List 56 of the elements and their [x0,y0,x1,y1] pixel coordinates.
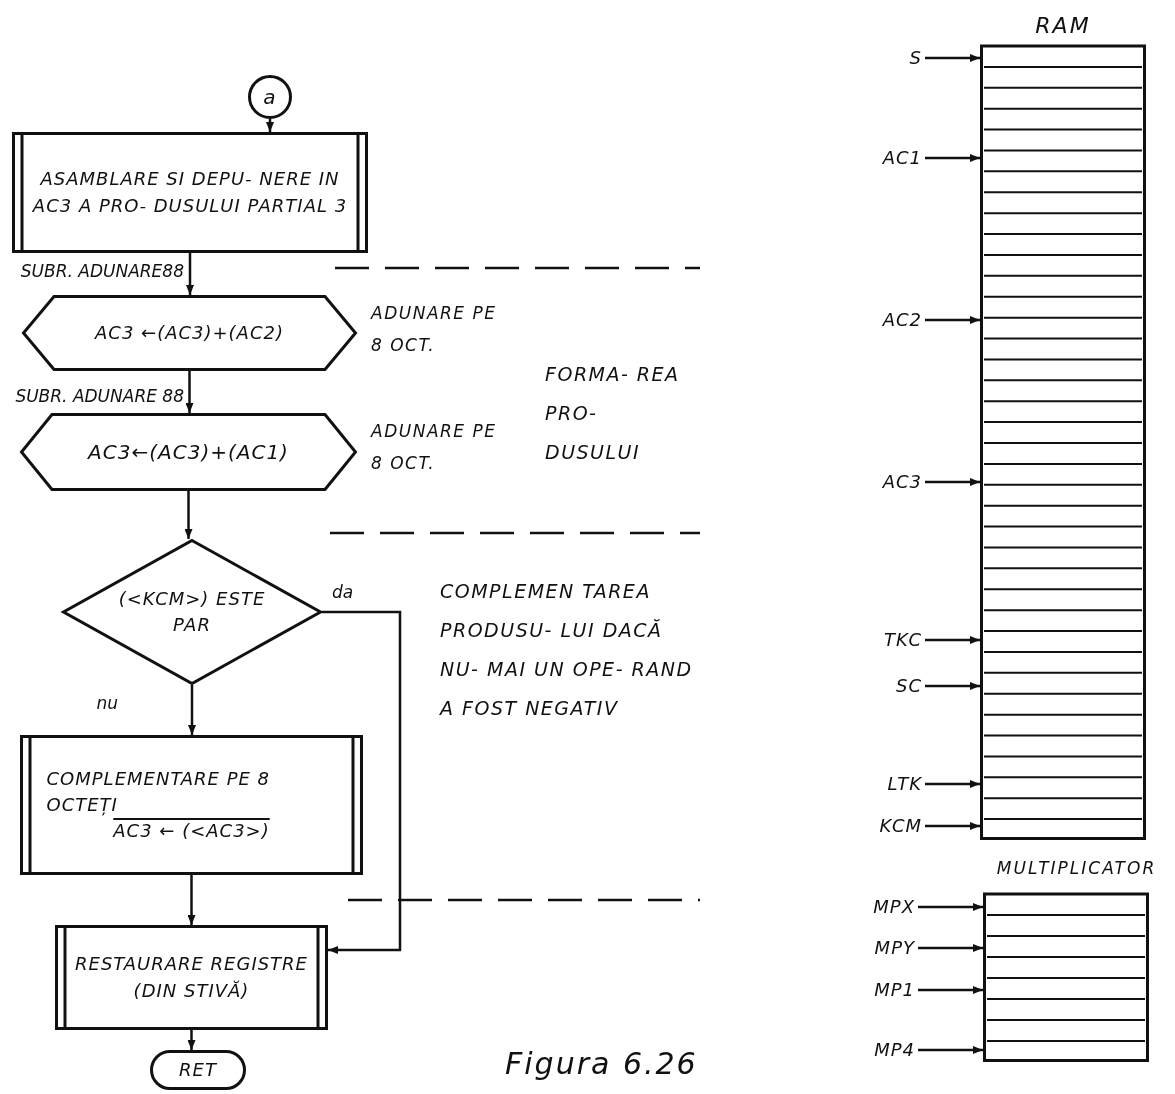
process-box [20,735,363,875]
pointer-arrow [925,682,980,690]
pointer-arrow [925,478,980,486]
connector-circle [248,75,292,119]
register-name: AC1 [882,145,922,170]
flow-arrow [266,119,274,132]
register-name: S [909,45,922,70]
preparation-hexagon [22,295,357,371]
register-name: MP1 [874,977,915,1002]
flow-arrow [188,685,196,735]
step-note: ADUNARE PE 8 OCT. [371,420,498,476]
section-note: COMPLEMEN TAREA PRODUSU- LUI DACĂ NU- MAI UN OPE- RAND A FOST NEGATIV [440,579,694,721]
step-text: (<KCM>) ESTE PAR [117,586,267,637]
register-name: AC3 [882,469,922,494]
step-text: RET [179,1057,217,1082]
step-text: COMPLEMENTARE PE 8 OCTEȚI [46,766,272,818]
register-name: SC [896,673,922,698]
terminal-box [150,1050,246,1090]
step-note: ADUNARE PE 8 OCT. [371,302,498,358]
process-box [55,925,328,1030]
pointer-arrow [925,822,980,830]
preparation-hexagon [20,413,357,491]
pointer-arrow [918,903,983,911]
flow-arrow [322,610,402,954]
flow-arrow [184,491,193,539]
register-name: MP4 [874,1037,915,1062]
register-name: KCM [879,813,922,838]
pointer-arrow [925,154,980,162]
process-box [12,132,368,253]
flow-arrow [187,1030,196,1050]
flow-arrow [187,875,196,925]
register-name: MPY [874,935,915,960]
register-name: AC2 [882,307,922,332]
memory-heading: MULTIPLICATOR [996,857,1157,880]
step-text: AC3←(AC3)+(AC1) [86,438,290,466]
pointer-arrow [925,316,980,324]
step-text: RESTAURARE REGISTRE (DIN STIVĂ) [74,952,309,1003]
decision-diamond [62,539,322,685]
memory-heading: RAM [1035,12,1091,40]
flow-arrow [186,253,194,295]
register-name: LTK [887,771,922,796]
pointer-arrow [925,780,980,788]
pointer-arrow [925,54,980,62]
pointer-arrow [918,986,983,994]
pointer-arrow [925,636,980,644]
formula-text: AC3 ← (<AC3>) [111,819,271,844]
figure-caption: Figura 6.26 [505,1045,698,1083]
section-note: FORMA- REA PRO- DUSULUI [545,362,681,465]
connector-letter: a [263,83,277,111]
step-text: ASAMBLARE SI DEPU- NERE IN AC3 A PRO- DUSULUI PARTIAL 3 [31,167,349,218]
step-text: AC3 ←(AC3)+(AC2) [93,320,285,345]
pointer-arrow [918,1046,983,1054]
register-name: MPX [873,894,915,919]
register-name: TKC [884,627,922,652]
flow-arrow [185,371,194,413]
pointer-arrow [918,944,983,952]
